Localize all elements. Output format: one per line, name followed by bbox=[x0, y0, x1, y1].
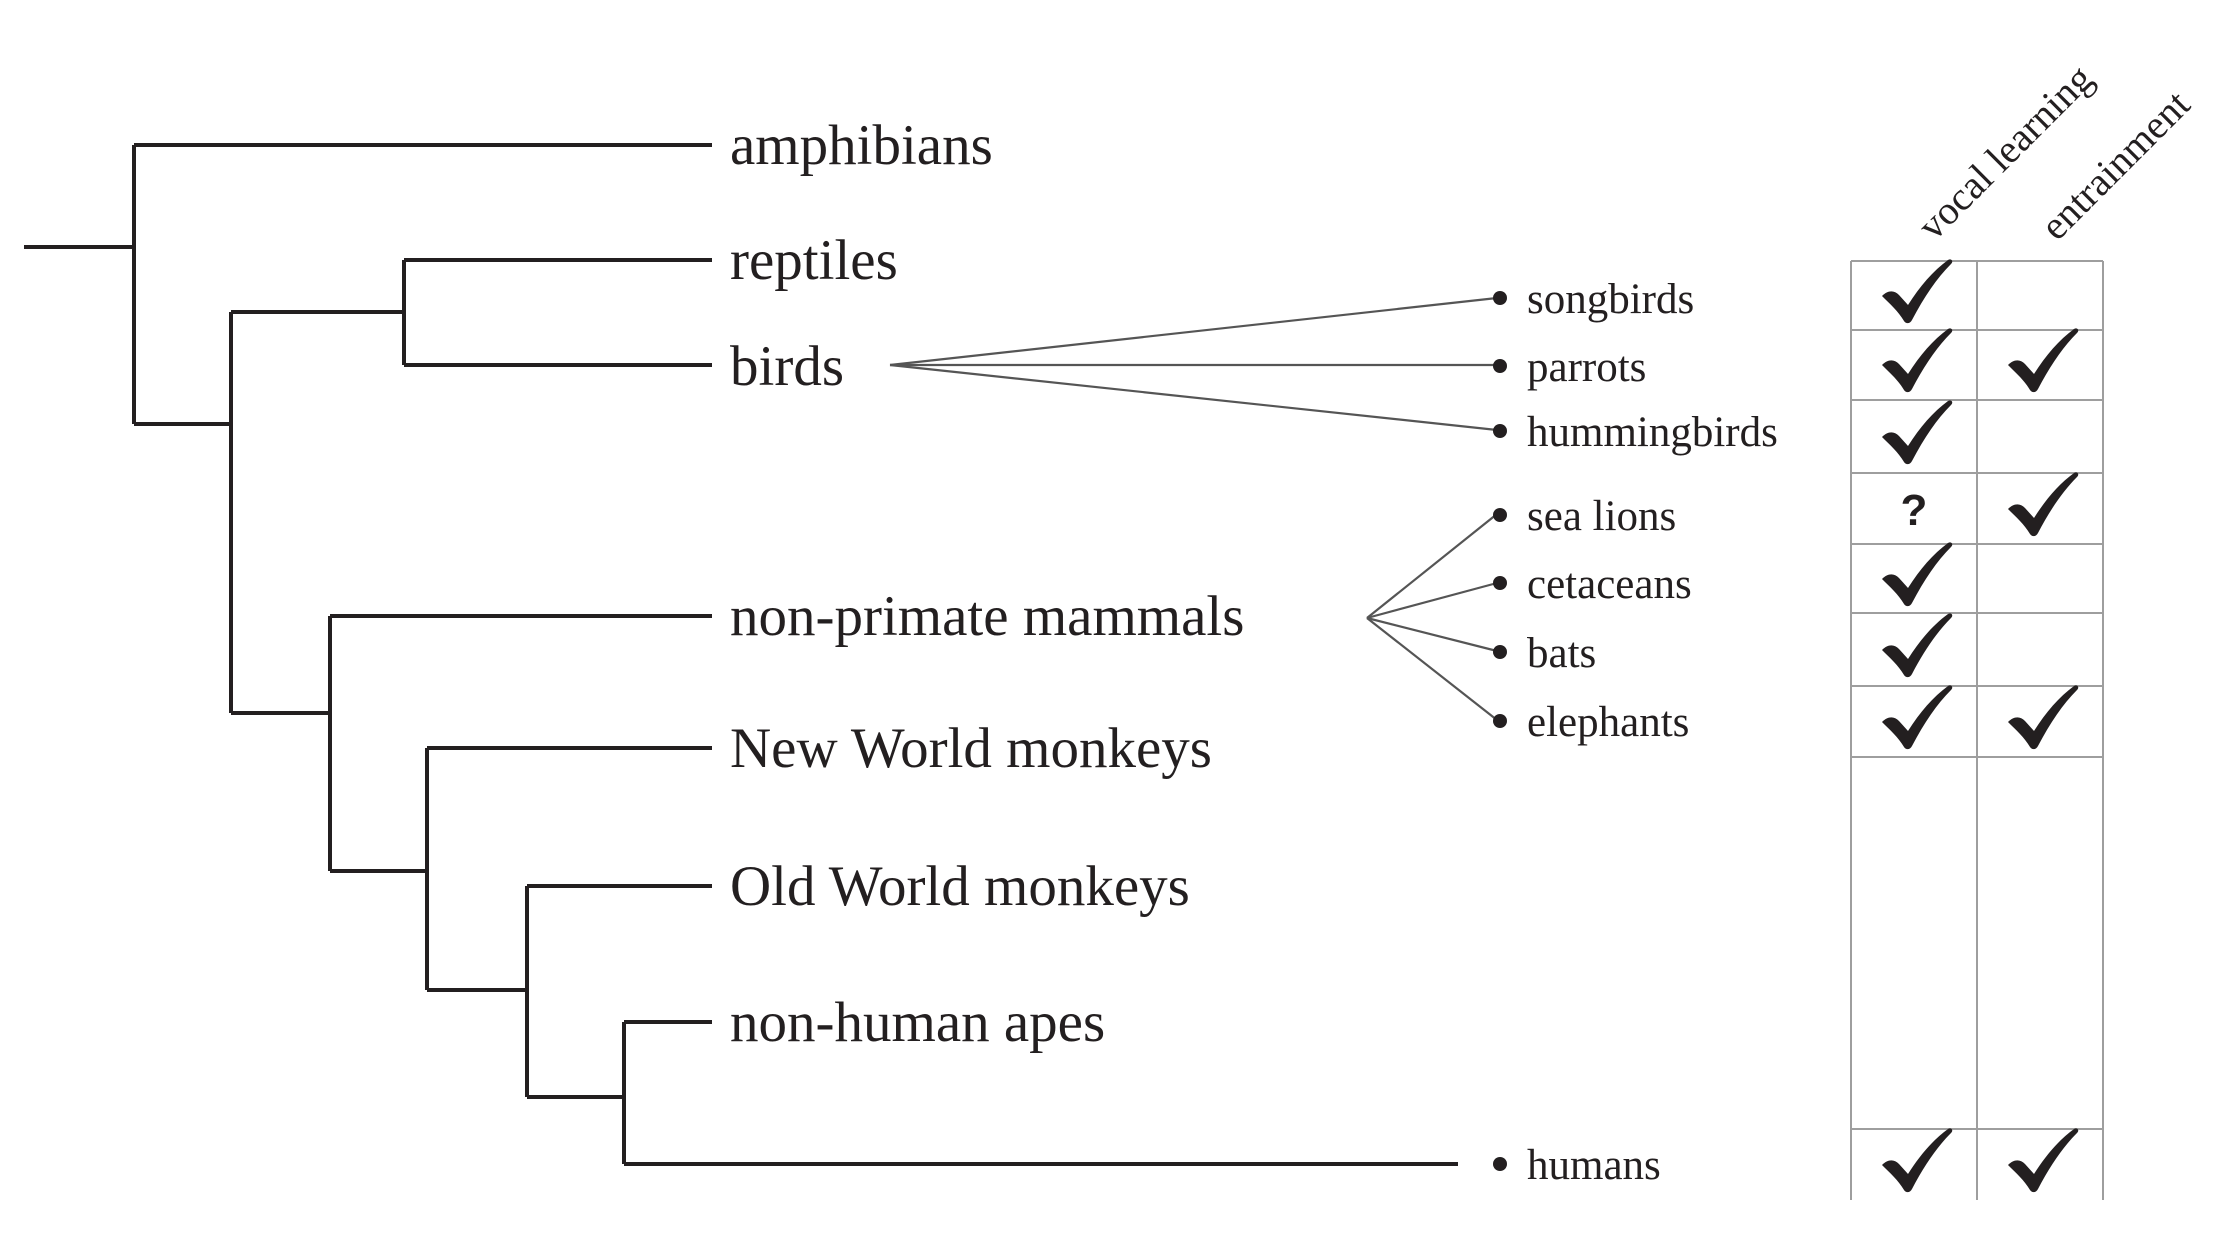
label-humans: humans bbox=[1527, 1142, 1661, 1189]
fan-sea-lions bbox=[1366, 513, 1498, 619]
tree-branches bbox=[24, 143, 1458, 1166]
bullet-humans bbox=[1493, 1157, 1507, 1171]
label-birds: birds bbox=[730, 335, 844, 398]
fan-elephants bbox=[1366, 617, 1498, 721]
bullet-hummingbirds bbox=[1493, 424, 1507, 438]
check-icon-sea-lions-entrainment bbox=[2008, 472, 2079, 537]
bullet-songbirds bbox=[1493, 291, 1507, 305]
fan-songbirds bbox=[889, 296, 1498, 367]
label-reptiles: reptiles bbox=[730, 229, 898, 292]
check-icon-parrots-vocal-learning bbox=[1882, 328, 1953, 393]
label-songbirds: songbirds bbox=[1527, 276, 1694, 323]
label-amphibians: amphibians bbox=[730, 114, 993, 177]
label-hummingbirds: hummingbirds bbox=[1527, 409, 1778, 456]
check-icon-hummingbirds-vocal-learning bbox=[1882, 400, 1953, 465]
check-icon-elephants-entrainment bbox=[2008, 685, 2079, 750]
fan-cetaceans bbox=[1366, 581, 1498, 620]
check-icon-bats-vocal-learning bbox=[1882, 613, 1953, 678]
label-non-human-apes: non-human apes bbox=[730, 991, 1105, 1054]
check-icon-humans-vocal-learning bbox=[1882, 1128, 1953, 1193]
bullet-sea-lions bbox=[1493, 508, 1507, 522]
check-icon-parrots-entrainment bbox=[2008, 328, 2079, 393]
check-icon-humans-entrainment bbox=[2008, 1128, 2079, 1193]
bullet-bats bbox=[1493, 645, 1507, 659]
taxon-labels: amphibians reptiles birds non-primate ma… bbox=[730, 114, 1244, 1054]
check-icon-elephants-vocal-learning bbox=[1882, 685, 1953, 750]
group-list: songbirds parrots hummingbirds sea lions… bbox=[1493, 276, 1778, 1189]
check-icon-songbirds-vocal-learning bbox=[1882, 259, 1953, 324]
label-old-world-monkeys: Old World monkeys bbox=[730, 855, 1190, 918]
label-sea-lions: sea lions bbox=[1527, 493, 1676, 540]
label-non-primate-mammals: non-primate mammals bbox=[730, 585, 1244, 648]
trait-marks: ? bbox=[1882, 259, 2079, 1193]
mammal-fan bbox=[1366, 513, 1498, 721]
bullet-parrots bbox=[1493, 359, 1507, 373]
label-bats: bats bbox=[1527, 630, 1596, 677]
check-icon-cetaceans-vocal-learning bbox=[1882, 542, 1953, 607]
label-new-world-monkeys: New World monkeys bbox=[730, 717, 1212, 780]
fan-bats bbox=[1366, 616, 1498, 653]
trait-table-grid bbox=[1850, 260, 2104, 1200]
bullet-cetaceans bbox=[1493, 576, 1507, 590]
column-headers: vocal learning entrainment bbox=[1909, 56, 2199, 249]
label-parrots: parrots bbox=[1527, 344, 1646, 391]
label-elephants: elephants bbox=[1527, 699, 1689, 746]
bullet-elephants bbox=[1493, 714, 1507, 728]
label-cetaceans: cetaceans bbox=[1527, 561, 1692, 608]
mark-sea-lions-vocal-learning: ? bbox=[1901, 486, 1928, 535]
bird-fan bbox=[889, 296, 1498, 432]
fan-hummingbirds bbox=[889, 363, 1498, 432]
